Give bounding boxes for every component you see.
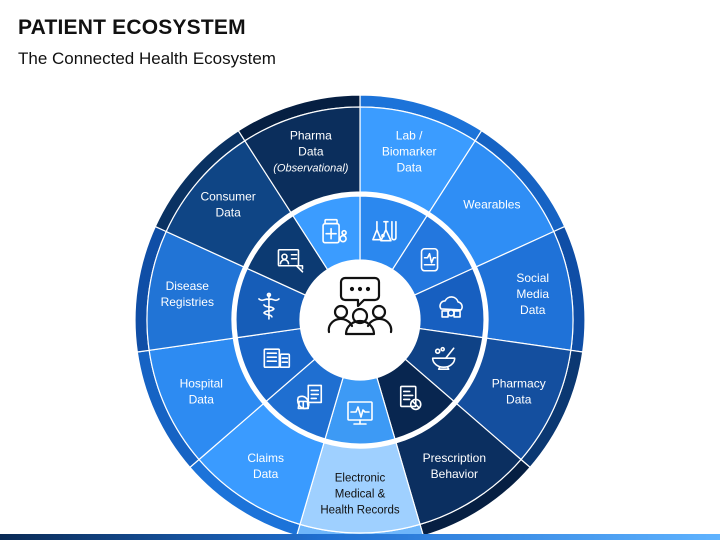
icon-ring xyxy=(232,192,488,448)
segment-label-line: Data xyxy=(189,393,215,407)
claims-money-icon xyxy=(296,384,323,410)
segment-label-line: Data xyxy=(215,206,241,220)
segment-label-line: Hospital xyxy=(180,377,223,391)
people-chat-icon xyxy=(327,276,393,336)
segment-label-line: Media xyxy=(516,287,549,301)
segment-label-line: Medical & xyxy=(335,489,386,501)
segment-label-wearables: Wearables xyxy=(463,198,520,212)
medicine-bottle-icon xyxy=(322,218,347,244)
mortar-pestle-icon xyxy=(431,346,456,371)
lab-flask-icon xyxy=(372,220,397,242)
segment-ring xyxy=(146,106,574,534)
segment-label-line: Electronic xyxy=(335,473,386,485)
segment-label-line: Health Records xyxy=(320,505,400,517)
segment-label-line: Pharma xyxy=(290,129,332,143)
page-title: PATIENT ECOSYSTEM xyxy=(18,16,246,39)
segment-label-line: Data xyxy=(506,393,532,407)
wearable-device-icon xyxy=(420,247,439,272)
prescription-icon xyxy=(399,385,422,411)
segment-label-line: Social xyxy=(516,271,549,285)
segment-label-line: Data xyxy=(396,161,422,175)
segment-label-line: Pharmacy xyxy=(492,377,546,391)
segment-label-line: Data xyxy=(253,467,279,481)
segment-label-line: Data xyxy=(520,303,546,317)
bottom-accent-bar xyxy=(0,534,720,540)
segment-label-line: Lab / xyxy=(396,129,423,143)
segment-label-line: Biomarker xyxy=(382,145,437,159)
segment-label-note: (Observational) xyxy=(273,162,349,174)
segment-label-line: Claims xyxy=(247,451,284,465)
segment-label-line: Data xyxy=(298,145,324,159)
social-cloud-icon xyxy=(439,296,463,318)
consumer-profile-icon xyxy=(277,248,304,273)
segment-label-line: Disease xyxy=(166,279,210,293)
segment-label-line: Wearables xyxy=(463,198,520,212)
segment-label-line: Registries xyxy=(161,295,214,309)
center-hub xyxy=(301,261,419,379)
segment-label-line: Consumer xyxy=(200,190,255,204)
segment-label-line: Prescription xyxy=(423,451,486,465)
ecg-monitor-icon xyxy=(347,401,373,425)
hospital-building-icon xyxy=(263,348,291,369)
page-subtitle: The Connected Health Ecosystem xyxy=(18,49,276,68)
separator-ring xyxy=(232,192,488,448)
segment-label-line: Behavior xyxy=(431,467,478,481)
caduceus-icon xyxy=(258,292,280,320)
